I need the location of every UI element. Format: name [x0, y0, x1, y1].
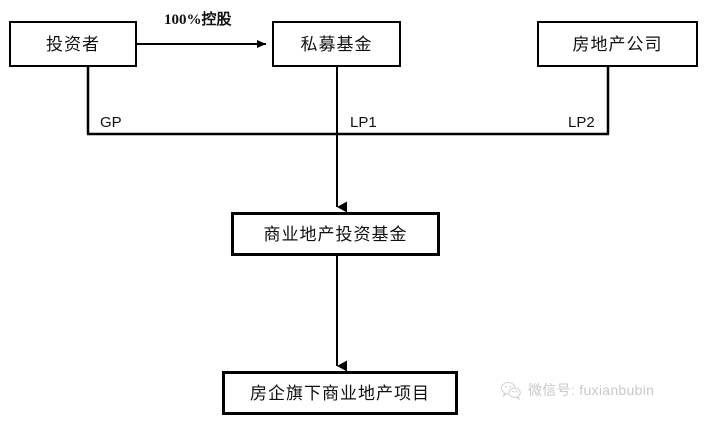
- node-pe-fund[interactable]: 私募基金: [272, 21, 401, 67]
- watermark: 微信号: fuxianbubin: [500, 380, 654, 400]
- edge-label-lp1: LP1: [350, 114, 377, 131]
- node-project-label: 房企旗下商业地产项目: [250, 383, 430, 403]
- edge-label-control: 100%控股: [164, 12, 232, 28]
- node-investor-label: 投资者: [46, 34, 100, 54]
- node-investor[interactable]: 投资者: [9, 21, 137, 67]
- watermark-text: 微信号: fuxianbubin: [528, 382, 655, 398]
- node-cre-fund[interactable]: 商业地产投资基金: [231, 212, 440, 256]
- node-developer-label: 房地产公司: [572, 34, 663, 54]
- edge-label-gp: GP: [100, 114, 122, 131]
- node-pe-fund-label: 私募基金: [300, 34, 373, 54]
- edge-label-lp2: LP2: [568, 114, 595, 131]
- node-cre-fund-label: 商业地产投资基金: [263, 224, 408, 244]
- node-developer[interactable]: 房地产公司: [537, 21, 698, 67]
- wechat-icon: [500, 382, 521, 400]
- node-project[interactable]: 房企旗下商业地产项目: [222, 371, 458, 415]
